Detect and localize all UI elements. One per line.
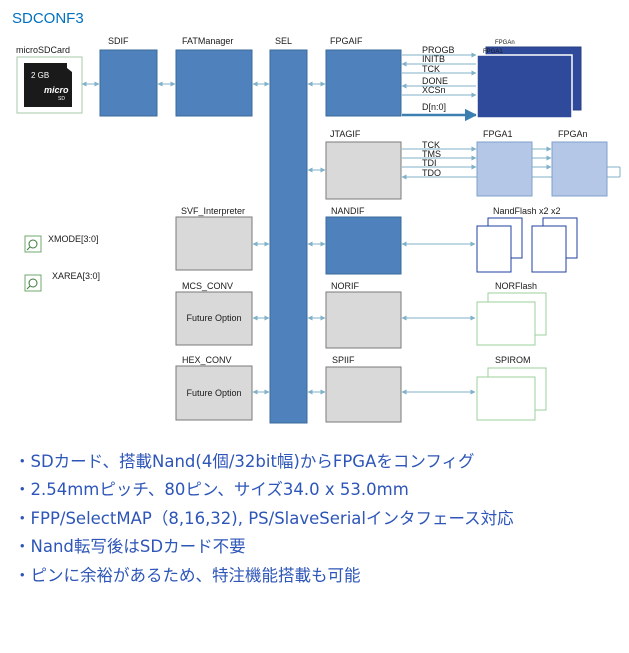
nandif-block	[325, 216, 402, 275]
mcs-block	[175, 291, 253, 346]
nandif-label: NANDIF	[331, 206, 365, 216]
jtag-chain-lines	[532, 146, 552, 170]
feature-item: ・2.54mmピッチ、80ピン、サイズ34.0 x 53.0mm	[14, 480, 409, 500]
card-brand: micro	[44, 85, 69, 95]
spiif-label: SPIIF	[332, 355, 355, 365]
spiif-block	[325, 366, 402, 423]
fpgaif-block	[325, 49, 402, 117]
jtag-signal-tms: TMS	[422, 149, 441, 159]
fpga-signal-lines	[401, 52, 478, 122]
sel-block	[269, 49, 308, 424]
svf-block	[175, 216, 253, 271]
microsd-card: 2 GB micro SD	[16, 56, 83, 114]
feature-item: ・Nand転写後はSDカード不要	[14, 537, 246, 557]
feature-item: ・ピンに余裕があるため、特注機能搭載も可能	[14, 565, 361, 585]
sdif-block	[99, 49, 158, 117]
sel-label: SEL	[275, 36, 292, 46]
spirom-label: SPIROM	[495, 355, 531, 365]
nandflash-label: NandFlash x2 x2	[493, 206, 561, 216]
fatmanager-block	[175, 49, 253, 117]
svf-label: SVF_Interpreter	[181, 206, 245, 216]
sdif-label: SDIF	[108, 36, 129, 46]
jtagif-label: JTAGIF	[330, 129, 361, 139]
signal-tck: TCK	[422, 64, 440, 74]
jtag-fpgan-block	[551, 141, 608, 197]
mcs-future-option: Future Option	[186, 313, 241, 323]
xmode-label: XMODE[3:0]	[48, 234, 99, 244]
svg-text:SD: SD	[58, 96, 65, 102]
fpgan-label: FPGAn	[495, 40, 515, 46]
jtagif-block	[325, 141, 402, 200]
nandflash-chips	[476, 217, 578, 273]
feature-item: ・SDカード、搭載Nand(4個/32bit幅)からFPGAをコンフィグ	[14, 452, 475, 471]
norflash-chips	[476, 292, 547, 346]
xarea-switch[interactable]	[24, 274, 42, 292]
signal-done: DONE	[422, 76, 448, 86]
signal-initb: INITB	[422, 54, 445, 64]
signal-xcsn: XCSn	[422, 85, 446, 95]
hex-label: HEX_CONV	[182, 355, 232, 365]
xarea-label: XAREA[3:0]	[52, 271, 100, 281]
diagram-title: SDCONF3	[12, 10, 84, 27]
hex-block	[175, 365, 253, 421]
jtag-fpga1-label: FPGA1	[483, 129, 513, 139]
card-capacity: 2 GB	[31, 71, 49, 80]
signal-progb: PROGB	[422, 45, 455, 55]
hex-future-option: Future Option	[186, 388, 241, 398]
fpga1-block-front	[476, 54, 573, 119]
fatmanager-label: FATManager	[182, 36, 233, 46]
jtag-signal-tdi: TDI	[422, 158, 437, 168]
mcs-label: MCS_CONV	[182, 281, 233, 291]
fpgaif-label: FPGAIF	[330, 36, 363, 46]
jtag-fpga1-block	[476, 141, 533, 197]
feature-item: ・FPP/SelectMAP（8,16,32), PS/SlaveSerialイ…	[14, 508, 514, 528]
xmode-switch[interactable]	[24, 235, 42, 253]
spirom-chips	[476, 367, 547, 421]
norif-label: NORIF	[331, 281, 360, 291]
norflash-label: NORFlash	[495, 281, 537, 291]
fpga1-label: FPGA1	[483, 49, 503, 55]
feature-list: ・SDカード、搭載Nand(4個/32bit幅)からFPGAをコンフィグ ・2.…	[14, 448, 614, 590]
signal-data-bus: D[n:0]	[422, 102, 446, 112]
jtag-signal-tck: TCK	[422, 140, 440, 150]
jtag-fpgan-label: FPGAn	[558, 129, 588, 139]
jtag-signal-tdo: TDO	[422, 168, 441, 178]
norif-block	[325, 291, 402, 349]
microsd-label: microSDCard	[16, 45, 70, 55]
